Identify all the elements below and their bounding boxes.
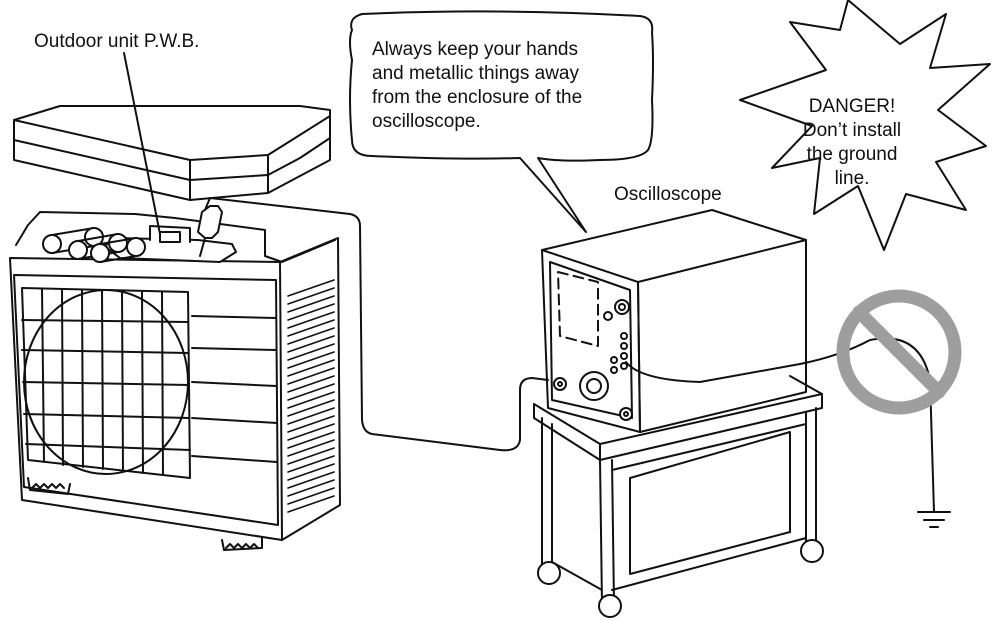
warning-line: Always keep your hands	[372, 38, 652, 62]
outdoor-unit	[10, 212, 340, 550]
warning-line: and metallic things away	[372, 62, 652, 86]
danger-line: DANGER!	[786, 95, 918, 119]
oscilloscope-cart	[534, 376, 823, 617]
danger-line: Don’t install	[786, 119, 918, 143]
warning-line: from the enclosure of the	[372, 86, 652, 110]
danger-line: the ground	[786, 143, 918, 167]
oscilloscope-label: Oscilloscope	[614, 183, 722, 207]
outdoor-unit-cover	[14, 106, 330, 200]
danger-line: line.	[786, 167, 918, 191]
warning-bubble-text: Always keep your hands and metallic thin…	[372, 38, 652, 134]
no-symbol-icon	[843, 296, 955, 408]
outdoor-unit-label: Outdoor unit P.W.B.	[34, 30, 199, 54]
ground-symbol-icon	[918, 512, 950, 527]
warning-line: oscilloscope.	[372, 110, 652, 134]
danger-text: DANGER! Don’t install the ground line.	[786, 95, 918, 191]
